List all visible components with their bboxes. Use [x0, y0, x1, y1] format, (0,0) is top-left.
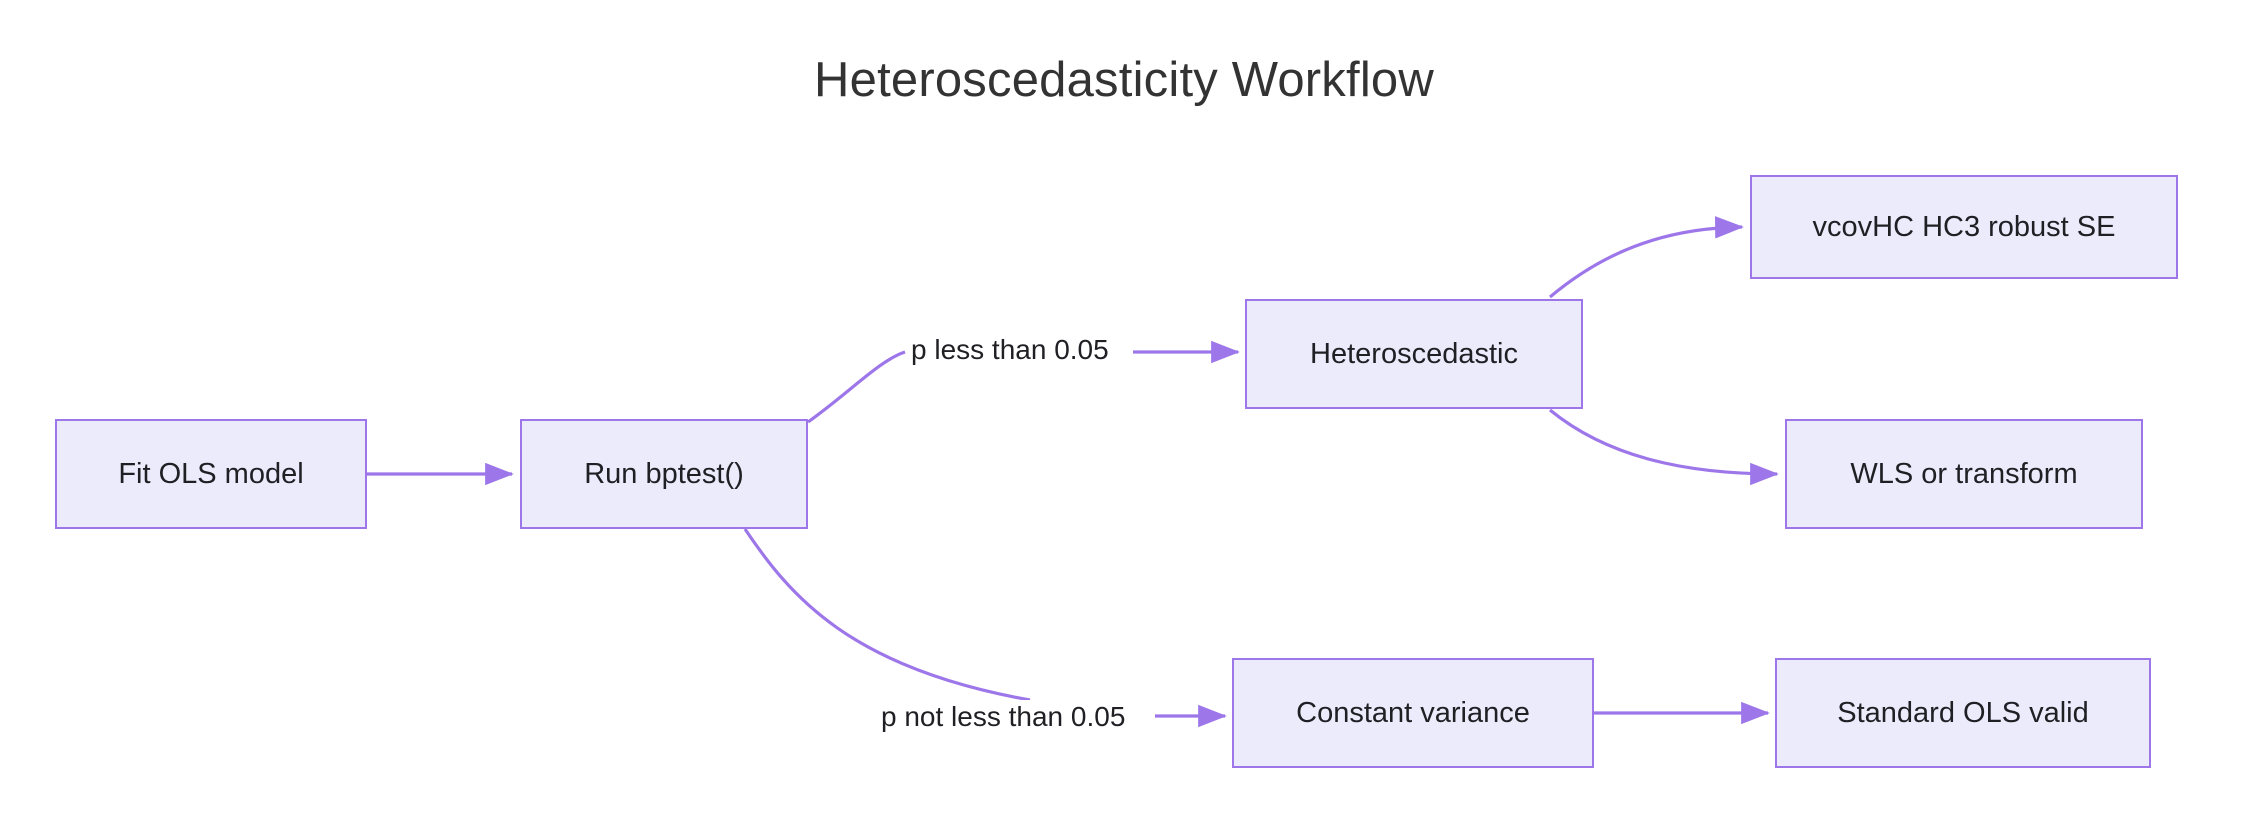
- edge-heteroscedastic-to-vcovhc: [1548, 216, 1744, 299]
- node-wls-or-transform[interactable]: WLS or transform: [1785, 419, 2143, 529]
- node-run-bptest[interactable]: Run bptest(): [520, 419, 808, 529]
- edge-heteroscedastic-to-wls: [1548, 408, 1779, 486]
- edge-run-bptest-to-heteroscedastic: [807, 350, 906, 424]
- edge-label-p-less-than: p less than 0.05: [908, 333, 1112, 367]
- node-constant-variance[interactable]: Constant variance: [1232, 658, 1594, 768]
- node-label: Constant variance: [1296, 696, 1530, 729]
- edge-run-bptest-to-constant-variance: [743, 528, 1031, 702]
- node-label: Fit OLS model: [118, 457, 304, 490]
- node-label: Run bptest(): [584, 457, 744, 490]
- node-heteroscedastic[interactable]: Heteroscedastic: [1245, 299, 1583, 409]
- node-vcovhc-hc3-robust-se[interactable]: vcovHC HC3 robust SE: [1750, 175, 2178, 279]
- node-standard-ols-valid[interactable]: Standard OLS valid: [1775, 658, 2151, 768]
- node-fit-ols-model[interactable]: Fit OLS model: [55, 419, 367, 529]
- node-label: Heteroscedastic: [1310, 337, 1518, 370]
- diagram-title: Heteroscedasticity Workflow: [814, 53, 1434, 107]
- node-label: Standard OLS valid: [1837, 696, 2089, 729]
- edge-label-p-not-less-than: p not less than 0.05: [878, 700, 1129, 734]
- node-label: vcovHC HC3 robust SE: [1812, 210, 2116, 243]
- node-label: WLS or transform: [1850, 457, 2078, 490]
